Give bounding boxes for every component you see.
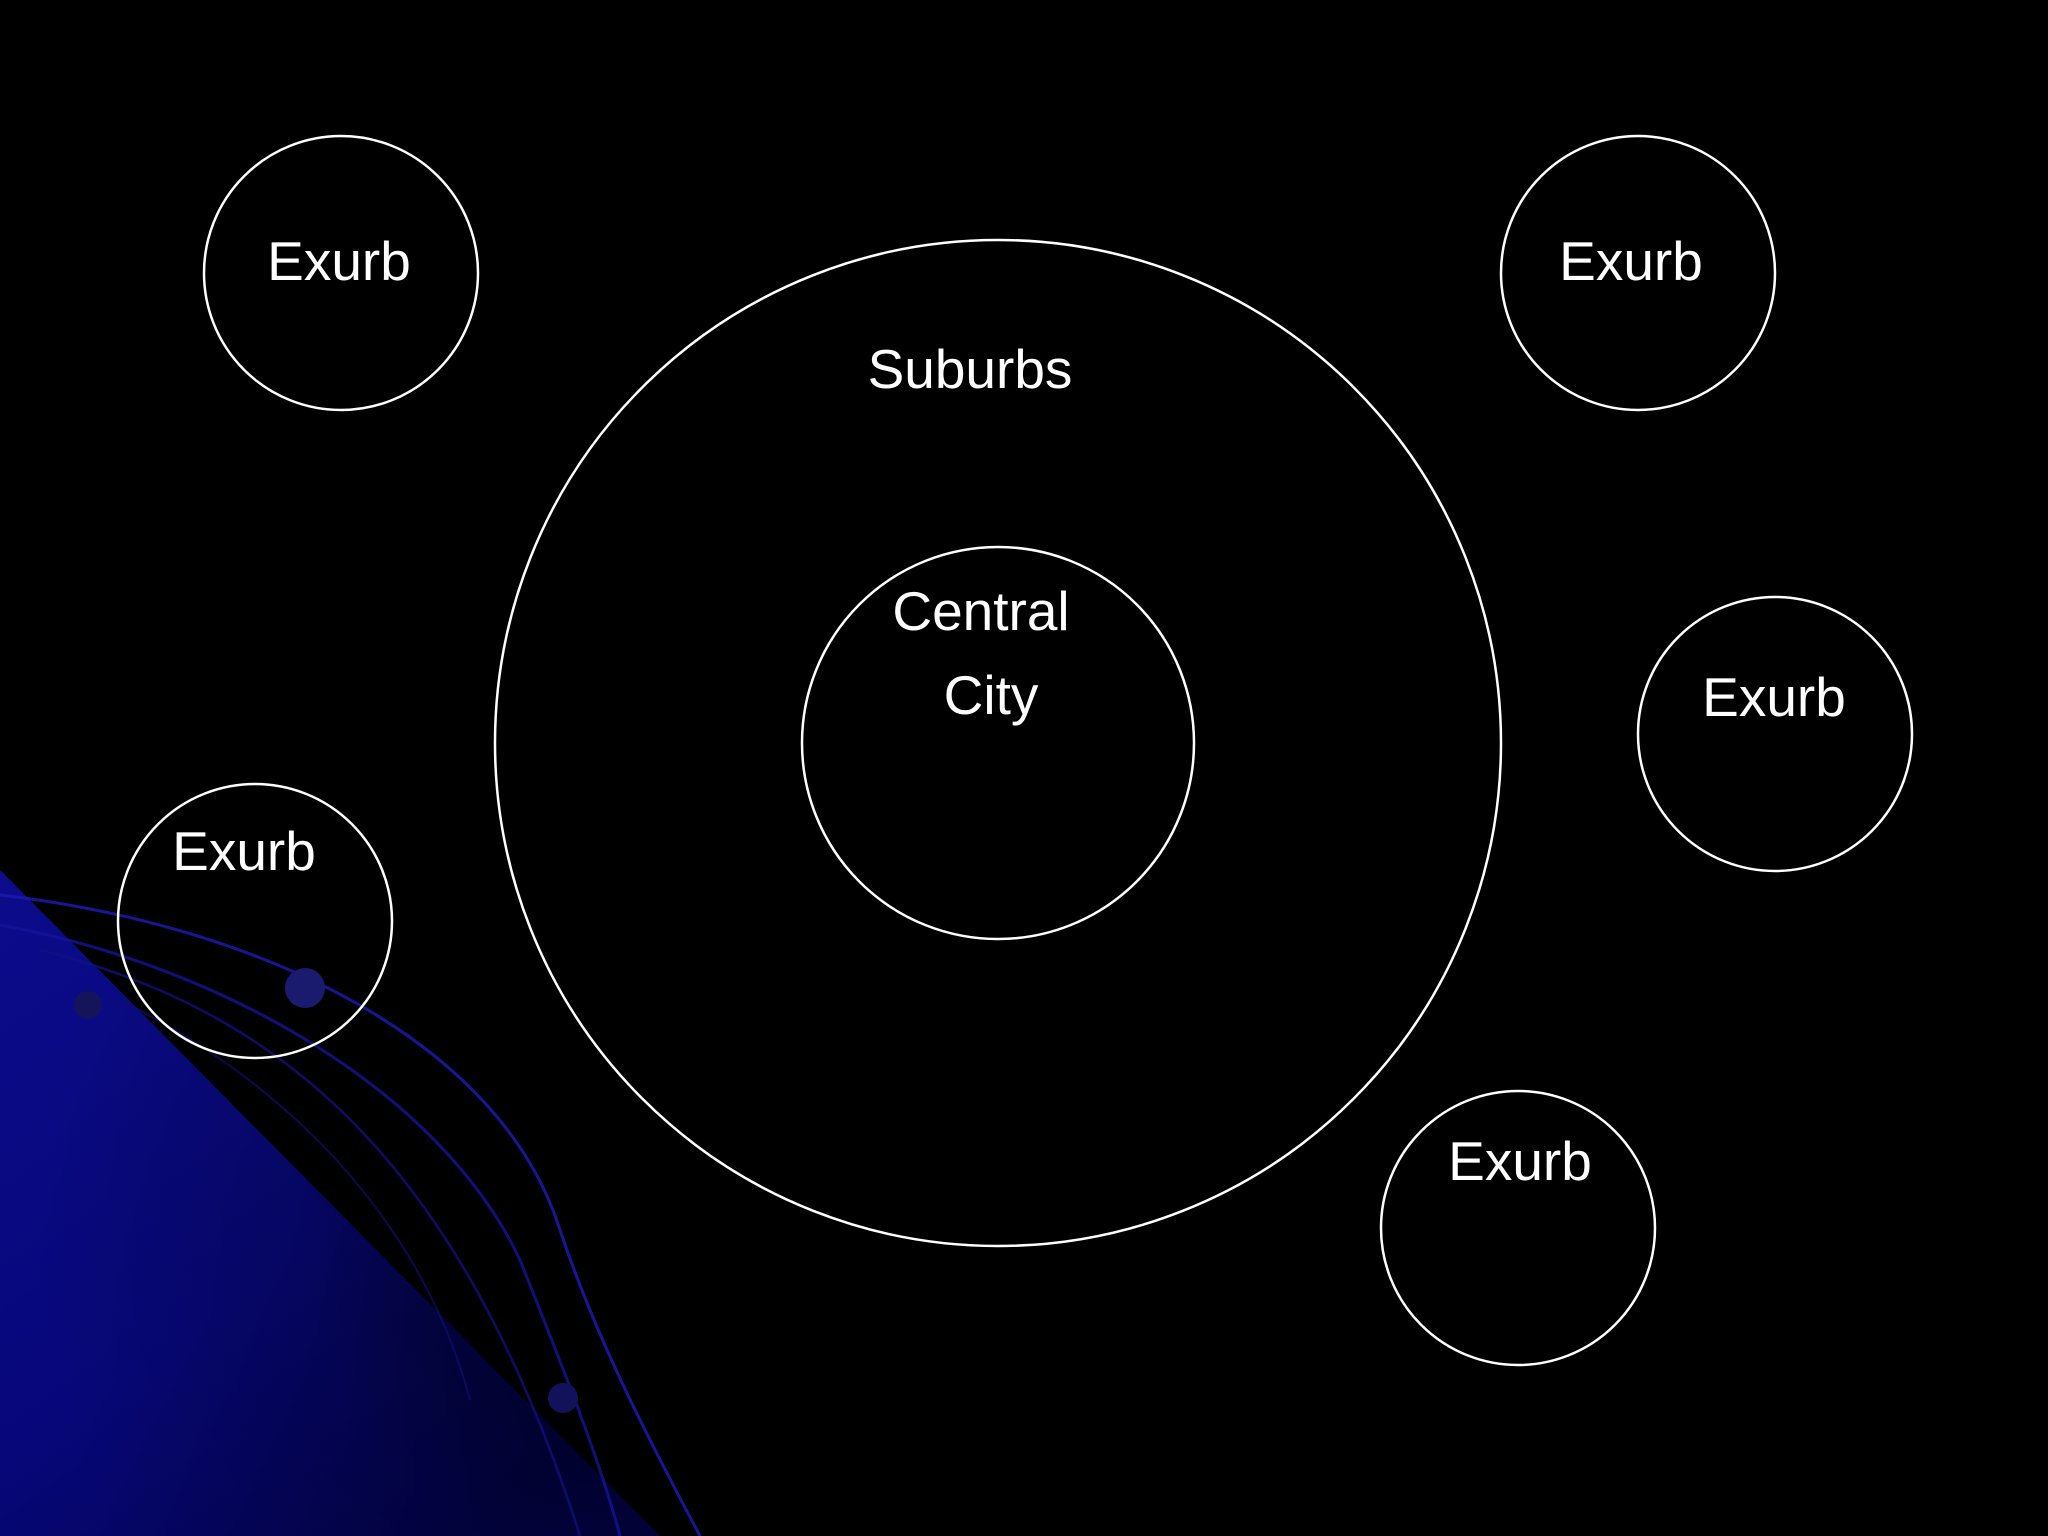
central-city-label-line1: Central xyxy=(892,580,1069,642)
exurb-label: Exurb xyxy=(172,820,316,882)
exurb-circle-top-right: Exurb xyxy=(1499,134,1777,412)
exurb-circle-bottom-right: Exurb xyxy=(1379,1089,1657,1367)
decorative-dot-icon xyxy=(548,1383,578,1413)
central-city-ring: Central City xyxy=(800,545,1196,941)
exurb-circle-top-left: Exurb xyxy=(202,134,480,412)
exurb-label: Exurb xyxy=(1559,230,1703,292)
exurb-label: Exurb xyxy=(1702,666,1846,728)
decorative-blue-corner xyxy=(0,870,702,1536)
suburbs-label: Suburbs xyxy=(868,338,1073,400)
exurb-label: Exurb xyxy=(1448,1130,1592,1192)
decorative-dot-icon xyxy=(285,968,325,1008)
exurb-circle-middle-right: Exurb xyxy=(1636,595,1914,873)
exurb-circle-left: Exurb xyxy=(116,782,394,1060)
suburbs-ring: Suburbs xyxy=(493,238,1503,1248)
decorative-dot-icon xyxy=(74,991,102,1019)
exurb-label: Exurb xyxy=(267,230,411,292)
central-city-label-line2: City xyxy=(944,664,1039,726)
